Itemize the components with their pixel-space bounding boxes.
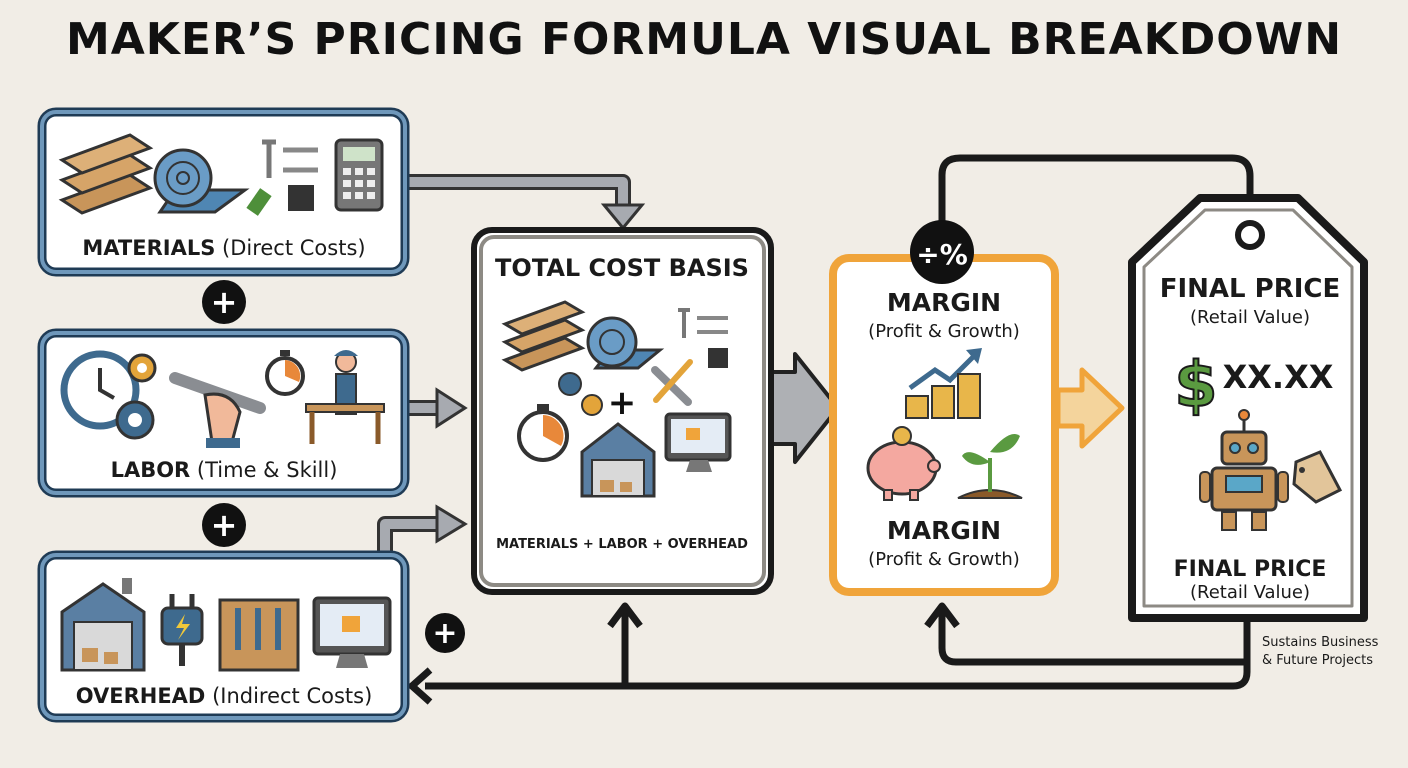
materials-label: MATERIALS (Direct Costs) xyxy=(82,236,365,260)
overhead-box: OVERHEAD (Indirect Costs) xyxy=(37,550,410,723)
overhead-label: OVERHEAD (Indirect Costs) xyxy=(76,684,373,708)
labor-box: LABOR (Time & Skill) xyxy=(37,328,410,498)
pegboard-tools-icon xyxy=(218,598,300,672)
tag-string-loop xyxy=(938,154,1254,236)
screws-icon xyxy=(262,139,318,178)
arrow-margin-to-final xyxy=(1055,367,1125,449)
margin-box: ÷% MARGIN (Profit & Growth) MARGIN (Prof… xyxy=(829,220,1059,596)
final-price-tag: FINAL PRICE (Retail Value) $ XX.XX FINAL… xyxy=(1128,194,1368,622)
wrench-icon xyxy=(651,359,693,406)
stopwatch-icon xyxy=(517,404,569,462)
worker-icon xyxy=(305,350,385,444)
price-amount: XX.XX xyxy=(1223,358,1334,396)
final-price-subtitle-bottom: (Retail Value) xyxy=(1190,582,1310,603)
final-price-title: FINAL PRICE xyxy=(1160,274,1341,304)
feedback-note: Sustains Business & Future Projects xyxy=(1262,635,1383,668)
plus-circle-1: + xyxy=(202,280,246,324)
coins-icon xyxy=(905,373,981,419)
margin-title-bottom: MARGIN xyxy=(887,516,1001,545)
price-tag-icon xyxy=(1292,450,1343,504)
lumber-icon xyxy=(58,133,154,215)
workshop-icon xyxy=(60,578,146,672)
final-price-title-bottom: FINAL PRICE xyxy=(1174,557,1327,582)
dollar-sign-icon: $ xyxy=(1174,348,1217,421)
fabric-roll-icon xyxy=(153,148,250,214)
plus-sign: + xyxy=(608,383,637,423)
plus-circle-3: + xyxy=(425,613,465,653)
computer-icon xyxy=(664,412,732,472)
margin-subtitle: (Profit & Growth) xyxy=(868,321,1020,342)
divide-percent-badge xyxy=(910,220,974,284)
materials-box: MATERIALS (Direct Costs) xyxy=(37,107,410,277)
tag-hole xyxy=(1235,220,1265,250)
growth-chart-icon xyxy=(908,348,982,391)
robot-icon xyxy=(1199,409,1289,531)
cost-formula: MATERIALS + LABOR + OVERHEAD xyxy=(496,537,748,552)
lumber-icon xyxy=(501,300,586,372)
screws-icon xyxy=(678,308,728,368)
calculator-icon xyxy=(334,138,384,212)
piggy-bank-icon xyxy=(866,426,941,501)
gear-icon xyxy=(558,372,603,416)
stopwatch-icon xyxy=(265,350,305,396)
arrow-materials-to-total xyxy=(405,174,646,231)
workshop-icon xyxy=(580,422,656,498)
total-cost-title: TOTAL COST BASIS xyxy=(495,254,749,282)
feedback-loop xyxy=(408,602,1251,705)
svg-text:+: + xyxy=(432,616,457,651)
plus-circle-2: + xyxy=(202,503,246,547)
svg-text:+: + xyxy=(211,506,238,544)
total-cost-box: TOTAL COST BASIS + xyxy=(471,227,774,595)
computer-icon xyxy=(312,596,392,668)
gear-icon xyxy=(115,353,157,440)
final-price-subtitle: (Retail Value) xyxy=(1190,307,1310,328)
wrench-hand-icon xyxy=(169,372,266,448)
fabric-roll-icon xyxy=(586,316,665,370)
arrow-labor-to-total xyxy=(405,387,468,429)
plug-icon xyxy=(160,594,204,666)
electronics-icon xyxy=(246,185,314,216)
svg-text:+: + xyxy=(211,283,238,321)
page-title: MAKER’S PRICING FORMULA VISUAL BREAKDOWN xyxy=(65,14,1343,65)
clock-icon xyxy=(60,350,140,430)
margin-operator: ÷% xyxy=(916,238,968,271)
margin-subtitle-bottom: (Profit & Growth) xyxy=(868,549,1020,570)
arrow-overhead-to-total xyxy=(377,504,468,552)
labor-label: LABOR (Time & Skill) xyxy=(111,458,338,482)
sprout-icon xyxy=(957,434,1023,499)
arrow-total-to-margin xyxy=(770,352,840,464)
margin-title: MARGIN xyxy=(887,288,1001,317)
